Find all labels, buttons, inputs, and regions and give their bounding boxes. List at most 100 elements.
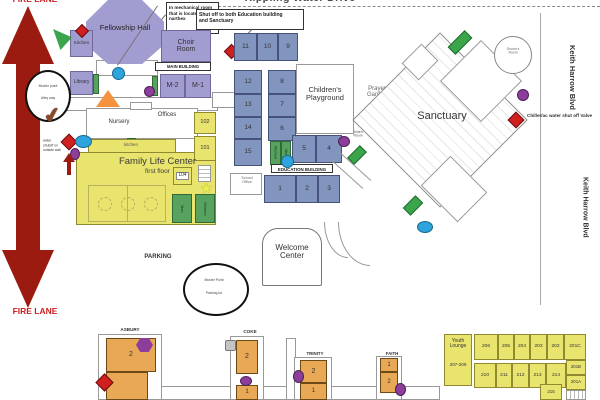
asbury-label: ASBURY [120, 327, 140, 332]
room-7-label: 7 [280, 101, 284, 109]
flc-womens-label: Women [203, 201, 209, 216]
road-dashed-line [203, 6, 600, 7]
room-12-label: 12 [244, 77, 252, 85]
blue-circle-education-icon [281, 155, 294, 168]
school-office-label: School Office [241, 176, 253, 185]
coke-room-2-label: 2 [245, 353, 249, 361]
family-life-center [76, 152, 216, 225]
muster-parking-line2: Parking lot [205, 291, 223, 296]
room-14: 14 [234, 117, 262, 139]
room-215-label: 215 [547, 388, 555, 394]
room-101-label: 101 [200, 144, 210, 151]
grooms-room-label: Groom's Room [506, 47, 520, 55]
note-shutoff-line1: Shut off to both Education building [199, 12, 283, 18]
faith-room-2-label: 2 [387, 379, 391, 386]
street-top-label: Rippling Water Drive [225, 0, 375, 4]
coke-room-2: 2 [236, 340, 258, 374]
muster-point-alley-circle: Muster point Alley way [25, 70, 71, 122]
muster-point-parking-circle: Muster Point Parking lot [183, 263, 249, 316]
room-4-label: 4 [327, 144, 331, 152]
fellowship-hall-label: Fellowship Hall [99, 23, 151, 32]
youth-lounge [444, 334, 472, 386]
room-204: 204 [514, 334, 530, 360]
room-104: 104 [173, 167, 192, 185]
coke-room-1: 1 [236, 385, 258, 400]
purple-oval-brides-icon [338, 136, 350, 147]
room-5-label: 5 [302, 144, 306, 152]
room-201c-label: 201C [569, 344, 581, 350]
note-shutoff-line2: and Sanctuary [199, 18, 234, 25]
welcome-corridor-arc-2 [338, 222, 370, 266]
room-203-label: 203 [534, 344, 543, 350]
room-m2: M-2 [160, 74, 185, 98]
restroom-sliver-1 [93, 74, 99, 94]
flc-kitchen-label: kitchen [124, 142, 138, 147]
kitchen-label: Kitchen [73, 40, 90, 46]
asbury-room-lower [106, 372, 148, 400]
room-2: 2 [296, 175, 318, 203]
room-15-label: 15 [244, 148, 252, 156]
nursery-label: Nursery [108, 119, 130, 125]
room-201b-label: 201B [570, 364, 582, 370]
room-14-label: 14 [244, 123, 252, 131]
youth-stairs [566, 390, 586, 400]
room-201a-label: 201A [570, 379, 582, 385]
purple-oval-trinity-icon [293, 370, 304, 383]
room-11: 11 [234, 33, 257, 61]
flc-court-circle-1 [98, 197, 112, 211]
fire-lane-arrow [2, 6, 54, 308]
faith-room-1-label: 1 [387, 361, 391, 368]
library-room: Library [70, 71, 93, 95]
main-building-banner: MAIN BUILDING [155, 62, 211, 71]
room-204-label: 204 [517, 344, 526, 350]
welcome-center-label: Welcome Center [275, 243, 309, 261]
youth-lounge-rooms-label: 207-209 [449, 362, 467, 367]
purple-oval-main-icon [144, 86, 155, 97]
purple-oval-faith-icon [395, 383, 406, 396]
room-214-label: 214 [551, 372, 560, 378]
faith-room-2: 2 [380, 372, 398, 393]
room-10: 10 [257, 33, 278, 61]
school-office-room: School Office [230, 173, 262, 195]
trinity-room-2-label: 2 [311, 367, 316, 375]
flc-floor-label: first floor [145, 168, 170, 175]
chiller-shutoff-label: Chiller/ac water shut off Valve [527, 113, 593, 118]
playground-label: Children's Playground [306, 85, 344, 102]
parking-label: PARKING [144, 254, 172, 260]
flc-womens-restroom: Women [195, 194, 215, 223]
fire-lane-label-bottom: FIRE LANE [12, 306, 58, 316]
room-211: 211 [496, 363, 512, 388]
note-shutoff: Shut off to both Education building and … [196, 9, 304, 30]
choir-room: Choir Room [161, 30, 211, 62]
fire-lane-arrowhead-up [2, 6, 54, 64]
room-213-label: 213 [533, 372, 542, 378]
room-205: 205 [498, 334, 514, 360]
room-15: 15 [234, 139, 262, 166]
room-202: 202 [547, 334, 564, 360]
room-10-label: 10 [263, 42, 272, 50]
room-205-label: 205 [501, 344, 510, 350]
room-8-label: 8 [280, 77, 284, 85]
room-210-label: 210 [480, 372, 489, 378]
room-211-label: 211 [500, 372, 508, 378]
street-right-label-2: Keith Harrow Blvd [581, 176, 589, 238]
room-102: 102 [194, 112, 216, 134]
sanctuary-label: Sanctuary [417, 110, 467, 122]
playground-area [296, 64, 354, 134]
room-13: 13 [234, 94, 262, 117]
room-201b: 201B [566, 360, 586, 375]
room-7: 7 [268, 94, 296, 117]
education-womens-label: Women [273, 146, 278, 160]
grooms-room-circle: Groom's Room [494, 36, 532, 74]
trinity-room-2: 2 [300, 360, 327, 383]
room-6: 6 [268, 117, 296, 141]
flc-court-circle-2 [121, 197, 135, 211]
spigot-icon [225, 340, 236, 351]
education-womens-restroom: Women [270, 141, 281, 165]
flc-stairs [198, 165, 211, 182]
muster-alley-line2: Alley way [40, 96, 56, 101]
flc-title: Family Life Center [118, 156, 197, 167]
fire-lane-arrowhead-down [2, 250, 54, 308]
room-101: 101 [194, 136, 216, 161]
education-mens-label: Men [283, 149, 288, 157]
